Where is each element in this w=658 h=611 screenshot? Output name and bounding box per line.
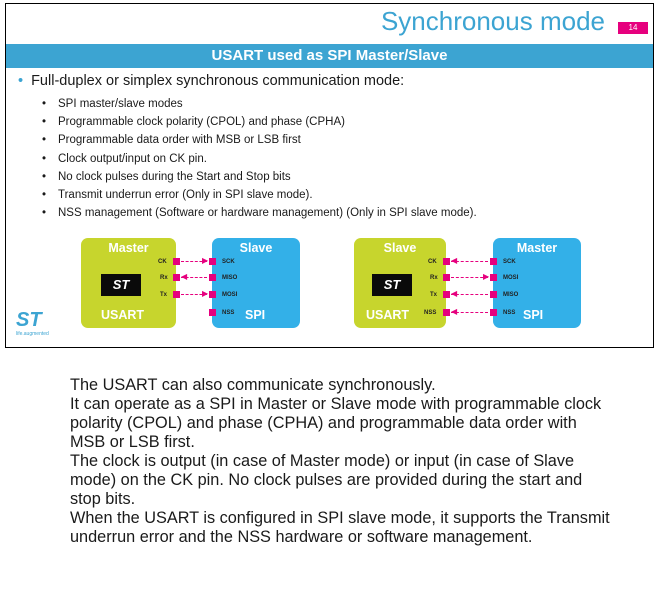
usart-box-footer: USART [101,308,145,322]
wire [451,294,488,295]
sub-bullet: •Programmable data order with MSB or LSB… [42,134,301,147]
spi-box-title: Master [516,241,558,255]
wire [451,261,488,262]
pin-sck [209,258,216,265]
wire [181,277,207,278]
pin-mosi [209,291,216,298]
pin-ck [443,258,450,265]
diagram-usart-slave: Slave ST USART CK Rx Tx NSS ◀ ▶ ◀ ◀ Mast… [354,238,584,333]
pin-label: NSS [222,310,235,316]
sub-bullet: •SPI master/slave modes [42,98,183,110]
pin-label: SCK [222,259,235,265]
speaker-notes: The USART can also communicate synchrono… [70,376,610,547]
slide-banner: USART used as SPI Master/Slave [6,44,653,68]
pin-nss [443,309,450,316]
st-chip-logo: ST [372,274,412,296]
main-bullet-text: Full-duplex or simplex synchronous commu… [31,73,405,89]
sub-bullet: •Transmit underrun error (Only in SPI sl… [42,188,313,201]
wire [451,312,488,313]
pin-sck [490,258,497,265]
arrow-left-icon: ◀ [451,307,458,316]
slide: Synchronous mode 14 USART used as SPI Ma… [5,3,654,348]
pin-label: CK [158,259,167,265]
pin-label: Rx [160,275,168,281]
wire [181,294,207,295]
pin-label: NSS [503,310,516,316]
pin-ck [173,258,180,265]
main-bullet: • Full-duplex or simplex synchronous comm… [18,73,404,89]
pin-mosi [490,274,497,281]
pin-label: Tx [430,292,438,298]
pin-rx [173,274,180,281]
sub-bullet: •No clock pulses during the Start and St… [42,170,291,183]
notes-paragraph: The clock is output (in case of Master m… [70,452,583,508]
st-chip-logo: ST [101,274,141,296]
st-logo-tagline: life.augmented [16,331,49,337]
pin-miso [209,274,216,281]
pin-label: MISO [222,275,238,281]
spi-slave-box: Slave SCK MISO MOSI NSS SPI [212,238,300,328]
st-logo: ST life.augmented [16,309,56,343]
pin-tx [173,291,180,298]
pin-label: Rx [430,275,438,281]
st-logo-mark: ST [16,309,42,331]
pin-miso [490,291,497,298]
slide-number: 14 [618,22,648,34]
notes-paragraph: When the USART is configured in SPI slav… [70,509,610,546]
usart-slave-box: Slave ST USART CK Rx Tx NSS [354,238,446,328]
sub-bullet: •Clock output/input on CK pin. [42,152,207,165]
pin-rx [443,274,450,281]
pin-nss [490,309,497,316]
spi-box-footer: SPI [523,308,544,322]
pin-tx [443,291,450,298]
slide-title: Synchronous mode [380,6,605,36]
sub-bullet: •Programmable clock polarity (CPOL) and … [42,116,345,129]
usart-box-title: Master [108,241,149,255]
notes-paragraph: The USART can also communicate synchrono… [70,376,436,394]
pin-label: MOSI [222,292,238,298]
wire [451,277,488,278]
pin-label: MOSI [503,275,519,281]
pin-label: MISO [503,292,519,298]
arrow-left-icon: ◀ [451,256,458,265]
pin-label: SCK [503,259,516,265]
arrow-left-icon: ◀ [181,272,188,281]
pin-nss [209,309,216,316]
sub-bullet: •NSS management (Software or hardware ma… [42,207,477,220]
usart-box-title: Slave [383,241,417,255]
diagram-usart-master: Master ST USART CK Rx Tx ▶ ◀ ▶ Slave SCK… [81,238,301,333]
pin-label: CK [428,259,437,265]
wire [181,261,207,262]
spi-box-footer: SPI [245,308,266,322]
usart-master-box: Master ST USART CK Rx Tx [81,238,176,328]
pin-label: Tx [160,292,168,298]
pin-label: NSS [424,310,437,316]
notes-paragraph: It can operate as a SPI in Master or Sla… [70,395,602,451]
sub-bullet-list: •SPI master/slave modes •Programmable cl… [42,95,477,222]
arrow-right-icon: ▶ [202,256,209,265]
spi-master-box: Master SCK MOSI MISO NSS SPI [493,238,581,328]
arrow-right-icon: ▶ [483,272,490,281]
bullet-icon: • [18,73,24,89]
spi-box-title: Slave [239,241,273,255]
arrow-left-icon: ◀ [451,289,458,298]
usart-box-footer: USART [366,308,410,322]
arrow-right-icon: ▶ [202,289,209,298]
